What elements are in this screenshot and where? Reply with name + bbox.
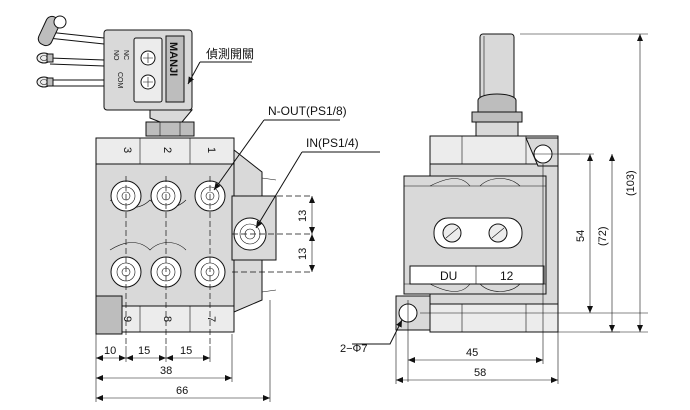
port-2-label: 2: [161, 147, 173, 153]
dim-15-b: 15: [180, 345, 192, 357]
dim-side-vertical: 54 (72) (103): [420, 33, 648, 333]
screw-icon: [442, 223, 462, 243]
port-8-label: 8: [161, 316, 173, 322]
dim-10: 10: [104, 345, 116, 357]
plate-du-label: DU: [440, 269, 457, 283]
side-body: [395, 135, 580, 382]
front-view: MANJI NO NC COM: [36, 15, 380, 402]
wire-cables: [36, 15, 105, 88]
dim-side-horizontal: 45 58: [395, 164, 559, 384]
dim-54: 54: [575, 230, 587, 242]
dim-45: 45: [466, 347, 478, 359]
port-1-label: 1: [205, 147, 217, 153]
in-port-label: IN(PS1/4): [306, 136, 359, 150]
detect-switch-label: 偵測開關: [206, 47, 254, 61]
detect-switch: MANJI NO NC COM: [103, 29, 194, 123]
ring-terminal-icon: [36, 52, 54, 64]
dim-15-a: 15: [138, 345, 150, 357]
label-plate: DU 12: [409, 265, 545, 285]
side-view: DU 12 2−Φ7 45 58 54 (72) (103): [340, 33, 648, 384]
dim-13-lower: 13: [297, 248, 309, 260]
n-out-label: N-OUT(PS1/8): [268, 104, 347, 118]
dim-vertical-13: 13 13: [297, 196, 315, 272]
detect-switch-callout: 偵測開關: [187, 47, 254, 85]
dim-58: 58: [474, 367, 486, 379]
in-port-callout: IN(PS1/4): [255, 136, 380, 229]
dim-72: (72): [597, 226, 609, 246]
plate-12-label: 12: [500, 269, 514, 283]
dim-front-horizontal: 10 15 15 38 66: [95, 300, 271, 402]
port-7-label: 7: [205, 316, 217, 322]
n-out-callout: N-OUT(PS1/8): [213, 104, 347, 191]
switch-cylinder: [471, 33, 523, 137]
switch-nc-label: NC: [122, 50, 129, 60]
switch-no-label: NO: [112, 50, 119, 61]
port-9-label: 9: [121, 316, 133, 322]
ring-terminal-icon: [37, 15, 67, 47]
dim-13-upper: 13: [297, 210, 309, 222]
screw-icon: [488, 223, 508, 243]
hole-callout: 2−Φ7: [340, 319, 403, 355]
centre-lines: [125, 176, 312, 346]
switch-com-label: COM: [116, 72, 123, 89]
hex-nut: [145, 121, 195, 137]
dim-103: (103): [625, 170, 637, 196]
mounting-plate: [433, 217, 523, 249]
brand-logo: MANJI: [167, 42, 179, 76]
dim-66: 66: [176, 385, 188, 397]
port-3-label: 3: [121, 147, 133, 153]
hole-callout-label: 2−Φ7: [340, 343, 367, 355]
ring-terminal-icon: [36, 76, 54, 88]
dim-38: 38: [160, 365, 172, 377]
